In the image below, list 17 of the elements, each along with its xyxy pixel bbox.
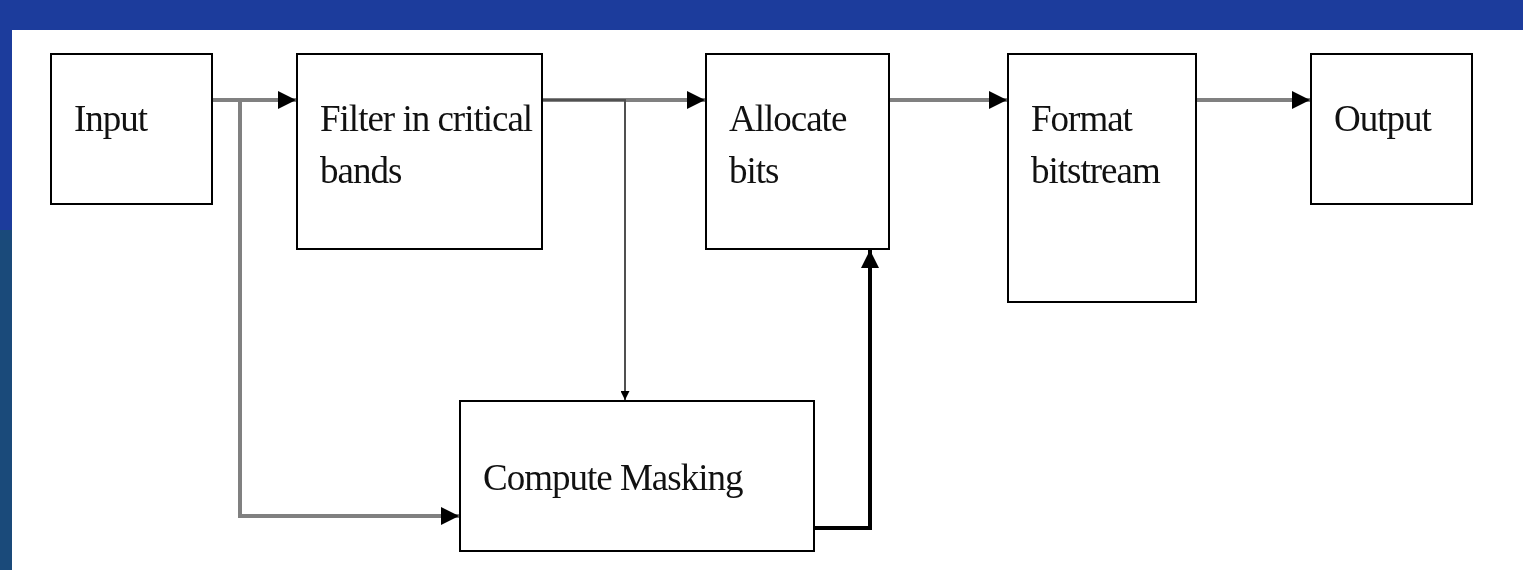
process-box: [705, 53, 890, 250]
process-box: [1007, 53, 1197, 303]
process-box: [1310, 53, 1473, 205]
box-label: Filter in critical bands: [320, 97, 534, 193]
box-label: Input: [74, 97, 149, 141]
arrow: [1197, 91, 1310, 109]
arrow: [815, 250, 879, 530]
box-label: Format bitstream: [1031, 97, 1161, 193]
box-label: Output: [1334, 97, 1433, 141]
process-box: [50, 53, 213, 205]
process-box: [459, 400, 815, 552]
box-label: Allocate bits: [729, 97, 848, 193]
arrow: [542, 99, 630, 401]
process-box: [296, 53, 543, 250]
box-label: Compute Masking: [483, 456, 744, 500]
arrow: [543, 91, 705, 109]
arrow: [890, 91, 1007, 109]
